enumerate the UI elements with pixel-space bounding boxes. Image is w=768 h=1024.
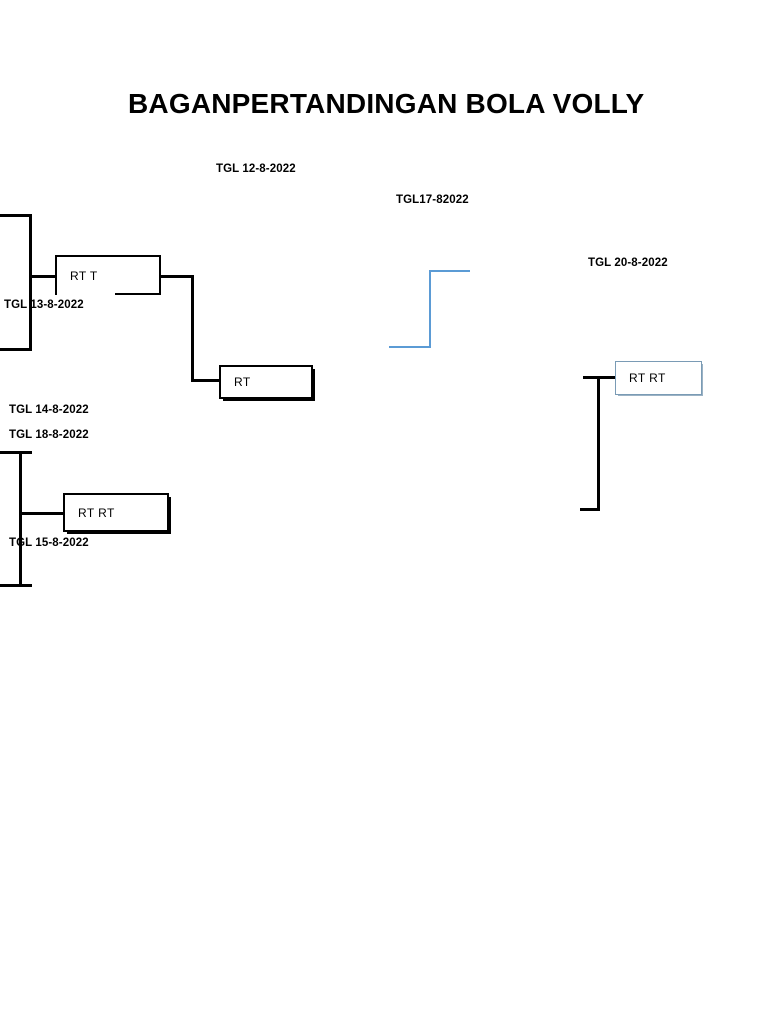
date-label-round2-center: TGL17-82022 xyxy=(396,194,469,206)
connector-blue-spine xyxy=(429,270,431,348)
connector-final-bottom xyxy=(580,508,600,511)
date-label-round1-left-mid2: TGL 18-8-2022 xyxy=(9,429,89,441)
connector-upper-seed-spine xyxy=(29,214,32,351)
match-label-final: RT RT xyxy=(629,371,666,385)
date-label-round1-left-upper: TGL 13-8-2022 xyxy=(4,299,84,311)
connector-upper-seed-bottom xyxy=(0,348,32,351)
connector-upper-seed-top xyxy=(0,214,32,217)
connector-blue-top xyxy=(429,270,470,272)
match-box-upper-left-underline xyxy=(115,292,159,295)
date-label-final-right: TGL 20-8-2022 xyxy=(588,257,668,269)
connector-semi-upper-out xyxy=(161,275,194,278)
connector-final-spine xyxy=(597,376,600,511)
connector-lower-seed-bottom xyxy=(0,584,32,587)
page-title: BAGANPERTANDINGAN BOLA VOLLY xyxy=(128,88,645,119)
match-box-final[interactable]: RT RT xyxy=(615,361,702,395)
date-label-round1-left-mid: TGL 14-8-2022 xyxy=(9,404,89,416)
connector-blue-bottom xyxy=(389,346,431,348)
date-label-round1-left-lower: TGL 15-8-2022 xyxy=(9,537,89,549)
connector-upper-seed-join xyxy=(29,275,55,278)
match-label-center: RT xyxy=(234,375,251,389)
connector-semi-upper-drop xyxy=(191,275,194,382)
match-label-lower-left: RT RT xyxy=(78,505,115,520)
match-box-center[interactable]: RT xyxy=(219,365,313,399)
match-label-upper-left: RT T xyxy=(70,269,98,283)
connector-lower-seed-spine xyxy=(19,451,22,587)
match-box-upper-left[interactable]: RT T xyxy=(55,255,161,295)
connector-lower-seed-join xyxy=(19,512,65,515)
date-label-round1-top: TGL 12-8-2022 xyxy=(216,163,296,175)
connector-lower-seed-top xyxy=(0,451,32,454)
connector-semi-upper-in xyxy=(191,379,220,382)
match-box-lower-left[interactable]: RT RT xyxy=(63,493,169,532)
